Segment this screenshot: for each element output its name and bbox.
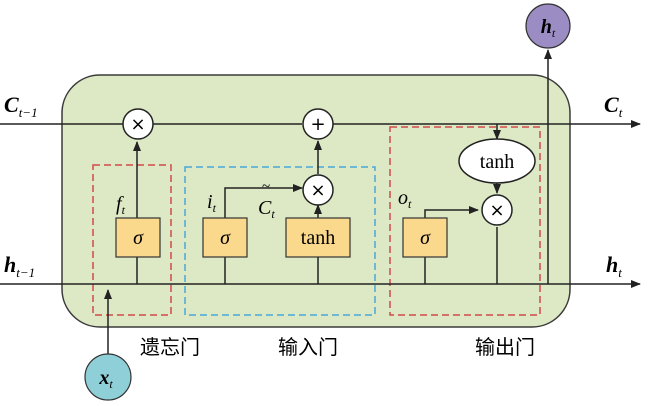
output-tanh-node: tanh — [458, 138, 536, 184]
output-multiply-node: × — [481, 194, 513, 226]
output-o-to-mult — [424, 206, 479, 218]
add-symbol: + — [310, 114, 325, 135]
input-sigma-box: σ — [202, 217, 248, 258]
input-multiply-node: × — [302, 174, 334, 206]
f-t-label: ft — [116, 193, 126, 217]
output-gate-border — [389, 126, 541, 316]
output-multiply-symbol: × — [489, 200, 504, 221]
output-h-label: ht — [541, 16, 556, 40]
input-tanh-box: tanh — [285, 217, 351, 258]
input-i-to-mult — [224, 184, 303, 218]
i-t-label: it — [207, 191, 217, 215]
input-gate-border — [184, 166, 376, 316]
c-next-label: Ct — [604, 92, 623, 120]
forget-multiply-symbol: × — [130, 114, 145, 135]
forget-gate-label: 遗忘门 — [140, 335, 200, 359]
input-tanh-label: tanh — [301, 227, 335, 249]
c-prev-label: Ct−1 — [4, 92, 38, 120]
o-t-label: ot — [398, 187, 412, 211]
input-multiply-symbol: × — [310, 180, 325, 201]
cell-add-node: + — [302, 108, 334, 140]
input-x-label: xt — [98, 367, 113, 391]
output-sigma-box: σ — [402, 217, 448, 258]
input-gate-label: 输入门 — [278, 335, 338, 359]
h-next-label: ht — [606, 252, 622, 280]
output-h-node: ht — [525, 3, 571, 49]
c-tilde-label: Ct — [258, 197, 275, 221]
c-tilde-accent: ~ — [262, 179, 270, 195]
output-gate-label: 输出门 — [475, 335, 535, 359]
output-tanh-label: tanh — [480, 151, 514, 173]
input-sigma-symbol: σ — [220, 227, 231, 249]
forget-sigma-box: σ — [115, 217, 161, 258]
forget-multiply-node: × — [122, 108, 154, 140]
h-prev-label: ht−1 — [4, 252, 35, 280]
forget-sigma-symbol: σ — [133, 227, 144, 249]
input-x-node: xt — [84, 353, 132, 401]
forget-gate-border — [92, 164, 172, 316]
output-sigma-symbol: σ — [420, 227, 431, 249]
